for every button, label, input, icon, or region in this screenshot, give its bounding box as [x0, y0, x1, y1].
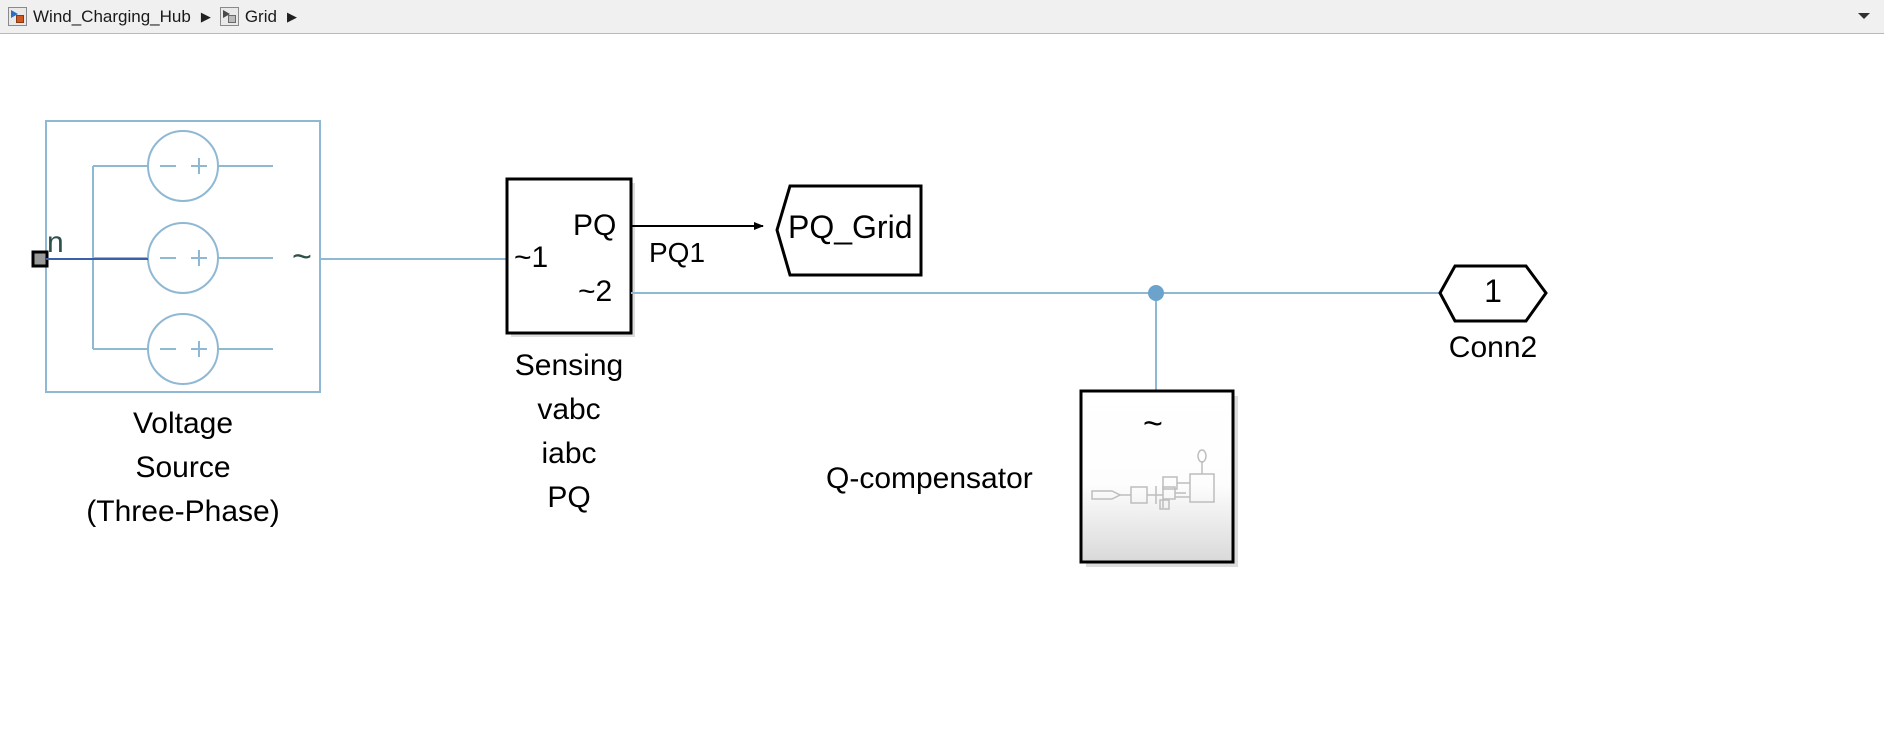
- block-name-sensing-line2: vabc: [537, 393, 601, 426]
- block-name-voltage-source-line3: (Three-Phase): [86, 495, 280, 528]
- breadcrumb-item-wind-charging-hub[interactable]: Wind_Charging_Hub: [8, 5, 191, 29]
- breadcrumb-separator-2: ▶: [286, 9, 297, 24]
- breadcrumb-item-grid[interactable]: Grid: [219, 5, 277, 29]
- port-label-sensing-pq: PQ: [573, 209, 617, 242]
- breadcrumb-label-model: Wind_Charging_Hub: [33, 6, 191, 26]
- diagram-vector-layer: [31, 120, 1548, 567]
- port-label-n: n: [47, 226, 64, 259]
- wire-junction-dot: [1148, 285, 1164, 301]
- block-name-sensing-line1: Sensing: [514, 349, 624, 382]
- chevron-down-icon[interactable]: [1858, 13, 1870, 19]
- goto-tag-label-pq-grid: PQ_Grid: [788, 209, 913, 245]
- block-name-q-compensator: Q-compensator: [826, 462, 1033, 495]
- breadcrumb-bar: Wind_Charging_Hub ▶ Grid ▶: [0, 0, 1884, 34]
- block-name-voltage-source-line2: Source: [135, 451, 231, 484]
- pq-grid-goto-block[interactable]: [775, 184, 923, 277]
- signal-label-pq1[interactable]: PQ1: [649, 237, 706, 268]
- port-label-sensing-out2: ~2: [578, 275, 613, 308]
- simulink-subsystem-icon: [219, 7, 239, 26]
- port-label-sensing-in1: ~1: [514, 241, 549, 274]
- breadcrumb-separator-1: ▶: [200, 9, 211, 24]
- block-name-sensing-line3: iabc: [541, 437, 597, 470]
- q-compensator-block[interactable]: [1079, 389, 1238, 567]
- q-compensator-mask-preview: [1091, 449, 1215, 510]
- port-label-qcompensator-tilde: ~: [1143, 405, 1163, 443]
- breadcrumb-label-subsystem: Grid: [244, 6, 277, 26]
- conn2-port-number: 1: [1484, 273, 1502, 309]
- block-name-voltage-source-line1: Voltage: [132, 407, 234, 440]
- sensing-block[interactable]: [505, 177, 635, 337]
- voltage-source-port-n[interactable]: [31, 250, 49, 268]
- voltage-source-block[interactable]: [45, 120, 321, 393]
- block-name-sensing-line4: PQ: [547, 481, 591, 514]
- block-name-conn2: Conn2: [1448, 331, 1538, 364]
- simulink-model-icon: [8, 7, 27, 26]
- port-label-source-tilde: ~: [292, 238, 312, 276]
- conn2-port-block[interactable]: [1438, 264, 1548, 323]
- model-canvas[interactable]: n ~ Voltage Source (Three-Phase) ~1 PQ ~…: [0, 34, 1884, 745]
